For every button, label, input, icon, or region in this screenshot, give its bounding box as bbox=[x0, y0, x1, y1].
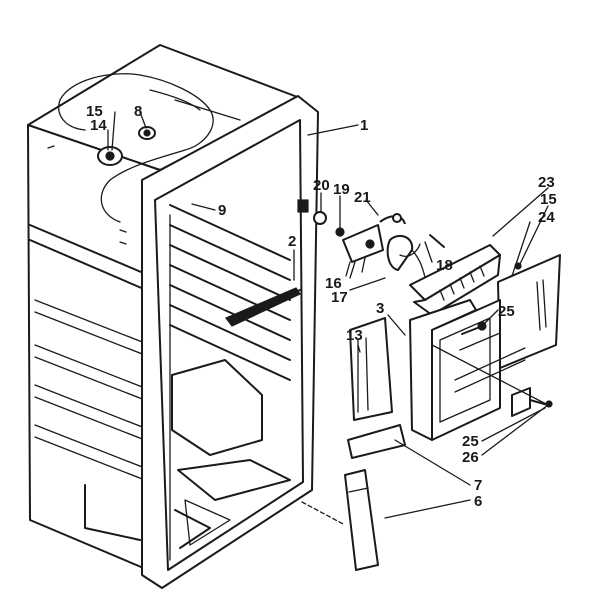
callout-24: 24 bbox=[538, 209, 555, 226]
callout-25-upper: 25 bbox=[498, 303, 515, 320]
callout-17: 17 bbox=[331, 289, 348, 306]
control-parts bbox=[301, 211, 561, 571]
callout-15-right: 15 bbox=[540, 191, 557, 208]
callout-2: 2 bbox=[288, 233, 296, 250]
callout-23: 23 bbox=[538, 174, 555, 191]
callout-labels: 1 2 3 6 7 8 9 13 14 15 15 16 17 18 19 20… bbox=[86, 103, 557, 510]
callout-14: 14 bbox=[90, 117, 107, 134]
callout-7: 7 bbox=[474, 477, 482, 494]
callout-8: 8 bbox=[134, 103, 142, 120]
callout-3: 3 bbox=[376, 300, 384, 317]
callout-13: 13 bbox=[346, 327, 363, 344]
door-frame bbox=[141, 95, 319, 589]
callout-16: 16 bbox=[325, 275, 342, 292]
callout-26: 25 bbox=[462, 433, 479, 450]
callout-20: 20 bbox=[313, 177, 330, 194]
leader-lines bbox=[107, 111, 549, 519]
callout-6: 6 bbox=[474, 493, 482, 510]
cabinet-liner bbox=[27, 44, 301, 576]
callout-25-lower: 26 bbox=[462, 449, 479, 466]
callout-9: 9 bbox=[218, 202, 226, 219]
callout-18: 18 bbox=[436, 257, 453, 274]
callout-21: 21 bbox=[354, 189, 371, 206]
callout-1: 1 bbox=[360, 117, 368, 134]
callout-15-left: 15 bbox=[86, 103, 103, 120]
callout-19: 19 bbox=[333, 181, 350, 198]
